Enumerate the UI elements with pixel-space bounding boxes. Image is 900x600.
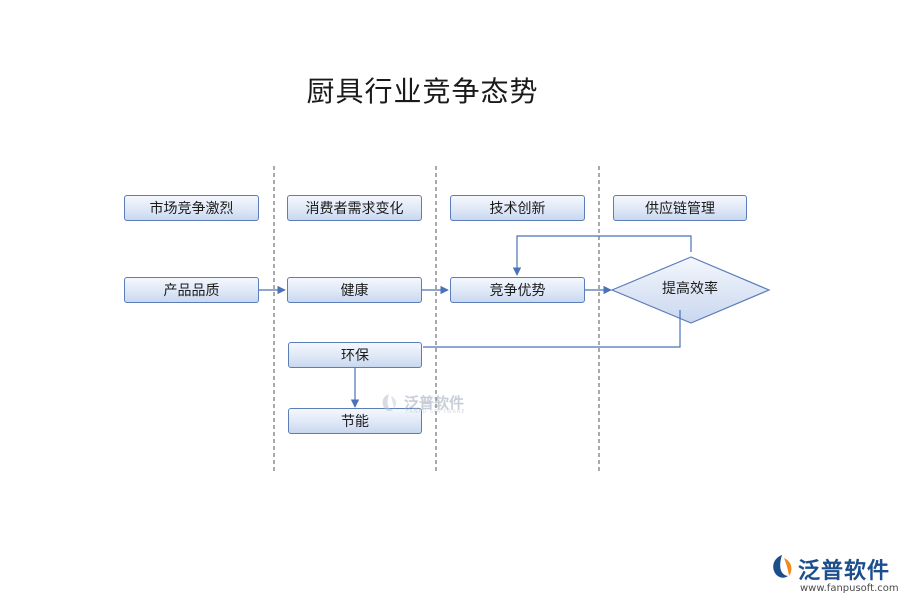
watermark-subtext: FANPU SOFTWARE: [406, 409, 466, 415]
node-consumer-demand: 消费者需求变化: [287, 195, 422, 221]
node-competitive-advantage: 竞争优势: [450, 277, 585, 303]
center-watermark: 泛普软件 FANPU SOFTWARE: [378, 390, 478, 416]
node-energy-saving: 节能: [288, 408, 422, 434]
watermark-text: 泛普软件: [404, 394, 465, 412]
node-product-quality: 产品品质: [124, 277, 259, 303]
node-tech-innovation: 技术创新: [450, 195, 585, 221]
decision-diamond: [610, 256, 771, 324]
node-eco: 环保: [288, 342, 422, 368]
node-improve-efficiency: 提高效率: [662, 281, 718, 297]
brand-url: www.fanpusoft.com: [800, 583, 899, 594]
watermark-logo-icon: [382, 394, 397, 412]
node-health: 健康: [287, 277, 422, 303]
diagram-title: 厨具行业竞争态势: [306, 75, 539, 108]
brand-logo: 泛普软件 www.fanpusoft.com: [768, 553, 899, 598]
brand-name: 泛普软件: [798, 559, 891, 584]
node-market-competition: 市场竞争激烈: [124, 195, 259, 221]
arrow-efficiency-loop-to-advantage: [512, 235, 692, 276]
fanpu-logo-icon: [773, 555, 792, 578]
node-supply-chain: 供应链管理: [613, 195, 747, 221]
connector-efficiency-to-eco: [423, 310, 681, 348]
